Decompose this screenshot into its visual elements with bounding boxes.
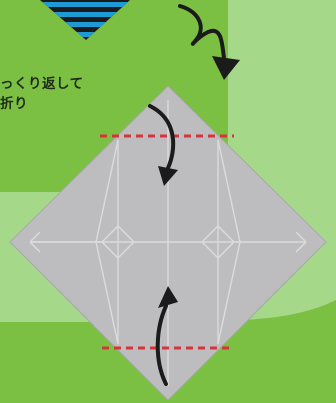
instruction-line-2: 折り [0,94,120,114]
instruction-text: っくり返して 折り [0,74,120,114]
instruction-line-1: っくり返して [0,74,120,94]
